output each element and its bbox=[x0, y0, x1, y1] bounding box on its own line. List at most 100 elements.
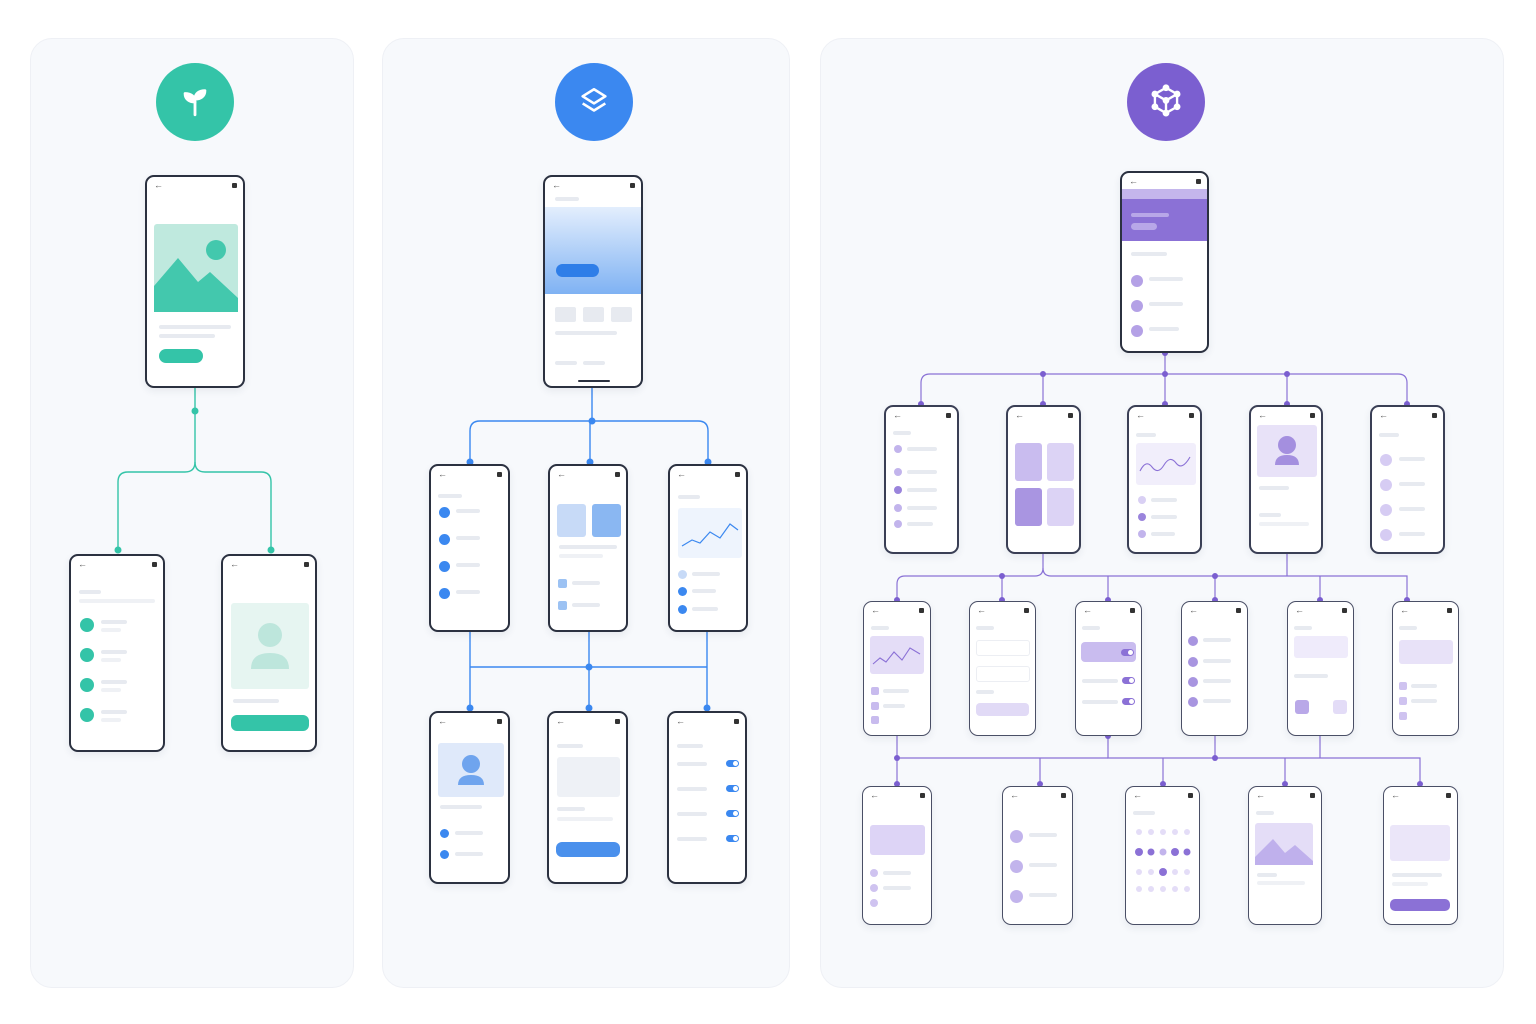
phone-p2-detail[interactable]: ← bbox=[1392, 601, 1459, 736]
phone-p3-list[interactable]: ← bbox=[1002, 786, 1073, 925]
toggle-switch[interactable] bbox=[1121, 649, 1134, 656]
header-pill[interactable] bbox=[1131, 223, 1157, 230]
phone-p1-options[interactable]: ← bbox=[1370, 405, 1445, 554]
thumb bbox=[583, 307, 604, 322]
list-avatar bbox=[80, 708, 94, 722]
text-line bbox=[1259, 513, 1281, 517]
toggle-switch[interactable] bbox=[726, 835, 739, 842]
list-icon bbox=[439, 507, 450, 518]
list-text bbox=[101, 658, 121, 662]
toggle-switch[interactable] bbox=[726, 760, 739, 767]
toggle-switch[interactable] bbox=[1122, 677, 1135, 684]
phone-p1-gallery[interactable]: ← bbox=[1006, 405, 1081, 554]
camera-dot bbox=[735, 472, 740, 477]
wave-chart-icon bbox=[870, 636, 924, 674]
phone-p3-card[interactable]: ← bbox=[862, 786, 932, 925]
back-arrow-icon: ← bbox=[154, 180, 163, 190]
list-square bbox=[871, 716, 879, 724]
back-arrow-icon: ← bbox=[1258, 410, 1267, 420]
phone-p2-toggles[interactable]: ← bbox=[1075, 601, 1142, 736]
list-avatar bbox=[80, 648, 94, 662]
list-dot bbox=[894, 486, 902, 494]
phone-p1-profile[interactable]: ← bbox=[1249, 405, 1323, 554]
back-arrow-icon: ← bbox=[1136, 410, 1145, 420]
back-arrow-icon: ← bbox=[677, 469, 686, 479]
list-dot bbox=[1188, 677, 1198, 687]
list-avatar bbox=[1131, 325, 1143, 337]
submit-button[interactable] bbox=[976, 703, 1029, 716]
toggle-switch[interactable] bbox=[726, 810, 739, 817]
input-field[interactable] bbox=[976, 666, 1030, 682]
list-text bbox=[1203, 699, 1231, 703]
header-line bbox=[438, 494, 462, 498]
list-dot bbox=[1188, 636, 1198, 646]
phone-dashboard[interactable]: ← bbox=[1120, 171, 1209, 353]
checkout-button[interactable] bbox=[1390, 899, 1450, 911]
submit-button[interactable] bbox=[556, 842, 620, 857]
back-arrow-icon: ← bbox=[556, 716, 565, 726]
setting-text bbox=[677, 762, 707, 766]
phone-onboarding[interactable]: ← bbox=[145, 175, 245, 388]
phone-p1-chart[interactable]: ← bbox=[1127, 405, 1202, 554]
hero-banner bbox=[545, 207, 641, 294]
phone-blue-profile[interactable]: ← bbox=[429, 711, 510, 884]
phone-p3-media[interactable]: ← bbox=[1248, 786, 1322, 925]
list-text bbox=[1151, 532, 1175, 536]
list-text bbox=[1149, 277, 1183, 281]
primary-button[interactable] bbox=[231, 715, 309, 731]
phone-blue-chart[interactable]: ← bbox=[668, 464, 748, 632]
edit-action-button[interactable] bbox=[1333, 700, 1347, 714]
toggle-switch[interactable] bbox=[726, 785, 739, 792]
phone-home-hero[interactable]: ← bbox=[543, 175, 643, 388]
phone-blue-list[interactable]: ← bbox=[429, 464, 510, 632]
list-dot bbox=[440, 829, 449, 838]
phone-p1-list[interactable]: ← bbox=[884, 405, 959, 554]
list-dot bbox=[894, 504, 902, 512]
list-text bbox=[101, 710, 127, 714]
primary-button[interactable] bbox=[159, 349, 203, 363]
grid-action-button[interactable] bbox=[1295, 700, 1309, 714]
list-dot bbox=[1138, 513, 1146, 521]
phone-blue-form[interactable]: ← bbox=[547, 711, 628, 884]
back-arrow-icon: ← bbox=[557, 469, 566, 479]
phone-blue-grid[interactable]: ← bbox=[548, 464, 628, 632]
hero-cta-button[interactable] bbox=[556, 264, 599, 277]
option-text bbox=[1399, 457, 1425, 461]
text-line bbox=[559, 554, 603, 558]
list-text bbox=[1151, 498, 1177, 502]
camera-dot bbox=[919, 608, 924, 613]
header-line bbox=[1399, 626, 1417, 630]
list-text bbox=[1029, 833, 1057, 837]
content-card bbox=[870, 825, 925, 855]
toggle-switch[interactable] bbox=[1122, 698, 1135, 705]
camera-dot bbox=[1188, 793, 1193, 798]
phone-p2-list[interactable]: ← bbox=[1181, 601, 1248, 736]
list-text bbox=[455, 852, 483, 856]
phone-p3-calendar[interactable]: ← bbox=[1125, 786, 1200, 925]
input-field[interactable] bbox=[976, 640, 1030, 656]
list-text bbox=[456, 509, 480, 513]
phone-p2-form[interactable]: ← bbox=[969, 601, 1036, 736]
phone-p2-analytics[interactable]: ← bbox=[863, 601, 931, 736]
back-arrow-icon: ← bbox=[1010, 790, 1019, 800]
header-line bbox=[976, 626, 994, 630]
phone-p2-actions[interactable]: ← bbox=[1287, 601, 1354, 736]
text-line bbox=[1392, 882, 1428, 886]
back-arrow-icon: ← bbox=[552, 180, 561, 190]
camera-dot bbox=[1061, 793, 1066, 798]
phone-p3-checkout[interactable]: ← bbox=[1383, 786, 1458, 925]
list-dot bbox=[870, 899, 878, 907]
phone-list[interactable]: ← bbox=[69, 554, 165, 752]
list-text bbox=[1149, 327, 1179, 331]
sprout-icon bbox=[183, 89, 207, 117]
back-arrow-icon: ← bbox=[1400, 605, 1409, 615]
phone-blue-settings[interactable]: ← bbox=[667, 711, 747, 884]
option-dot bbox=[1380, 504, 1392, 516]
list-dot bbox=[440, 850, 449, 859]
text-line bbox=[1294, 674, 1328, 678]
back-arrow-icon: ← bbox=[1083, 605, 1092, 615]
cube-badge bbox=[1127, 63, 1205, 141]
list-dot bbox=[870, 869, 878, 877]
back-arrow-icon: ← bbox=[893, 410, 902, 420]
phone-profile[interactable]: ← bbox=[221, 554, 317, 752]
